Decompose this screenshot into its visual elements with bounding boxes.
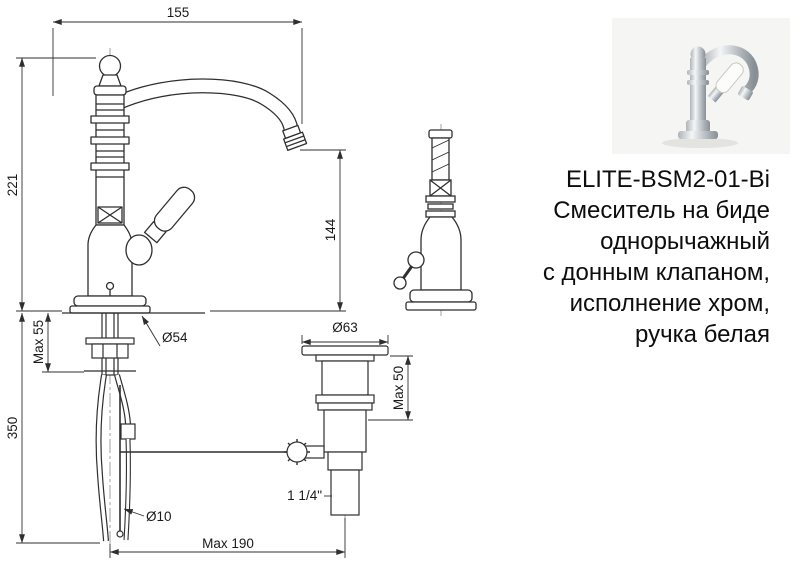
waste-flange — [301, 345, 389, 356]
product-photo-image — [612, 18, 790, 154]
base-flange — [73, 295, 147, 307]
dim-rod-diameter-label: Ø10 — [146, 509, 172, 524]
dim-deck-max-label: Max 55 — [31, 320, 46, 364]
product-description-line-2: однорычажный — [600, 228, 770, 255]
dimension-lines — [16, 19, 413, 558]
dim-waste-thread-label: 1 1/4" — [287, 488, 322, 503]
front-view — [62, 54, 308, 314]
technical-drawing: 155 221 144 Max 55 350 Ø54 Ø63 Max 50 1 … — [5, 5, 477, 558]
pull-knob — [105, 281, 115, 291]
dimension-labels: 155 221 144 Max 55 350 Ø54 Ø63 Max 50 1 … — [5, 5, 406, 551]
dim-max-reach-label: Max 190 — [202, 536, 254, 551]
photo-shadow — [662, 138, 738, 148]
side-lever — [393, 276, 407, 290]
dim-waste-diameter-label: Ø63 — [332, 320, 358, 335]
below-deck-parts — [84, 312, 287, 542]
dim-spout-reach-label: 155 — [167, 5, 190, 20]
column — [95, 94, 125, 226]
product-description-line-1: Смеситель на биде — [553, 197, 770, 224]
mounting-nut — [91, 343, 129, 359]
dim-height-label: 221 — [5, 174, 20, 197]
product-photo — [612, 18, 790, 154]
dim-spout-height-label: 144 — [323, 218, 338, 241]
product-description-line-5: ручка белая — [635, 321, 770, 348]
handle-boss — [125, 234, 153, 266]
elbow-fitting — [120, 423, 136, 440]
dim-waste-max-label: Max 50 — [391, 366, 406, 410]
aerator — [282, 124, 308, 151]
product-info: ELITE-BSM2-01-Bi Смеситель на биде однор… — [452, 164, 770, 350]
lever-handle — [143, 186, 196, 244]
side-view — [393, 129, 477, 311]
dim-base-diameter-label: Ø54 — [162, 330, 188, 345]
washer — [85, 337, 135, 345]
drain-assembly — [284, 345, 389, 516]
ball-finial — [98, 54, 122, 78]
photo-handle — [707, 62, 744, 103]
product-description-line-3: с донным клапаном, — [542, 259, 770, 286]
product-code: ELITE-BSM2-01-Bi — [565, 166, 770, 193]
dim-hose-length-label: 350 — [5, 417, 20, 440]
centerlines — [109, 48, 442, 556]
product-description-line-4: исполнение хром, — [569, 290, 770, 317]
photo-spout — [698, 45, 759, 96]
tailpiece — [330, 469, 360, 516]
